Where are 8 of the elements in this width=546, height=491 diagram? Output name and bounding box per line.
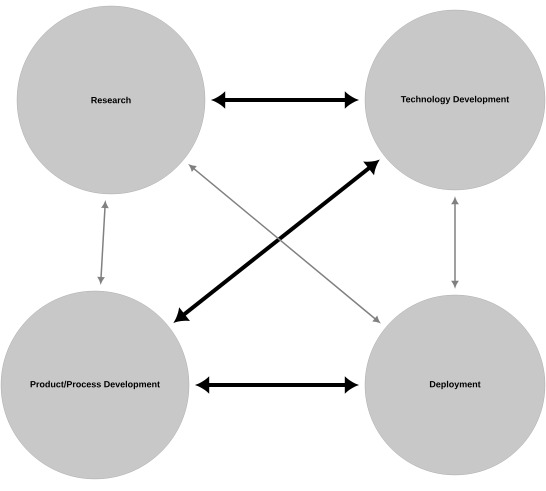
double-arrow [213,92,357,108]
sphere: Deployment [364,294,546,476]
sphere: Technology Development [364,10,546,190]
double-arrow [452,198,458,288]
sphere: Product/Process Development [0,290,190,480]
double-arrow [197,378,357,392]
sphere: Research [16,6,206,194]
double-arrow [98,202,108,284]
